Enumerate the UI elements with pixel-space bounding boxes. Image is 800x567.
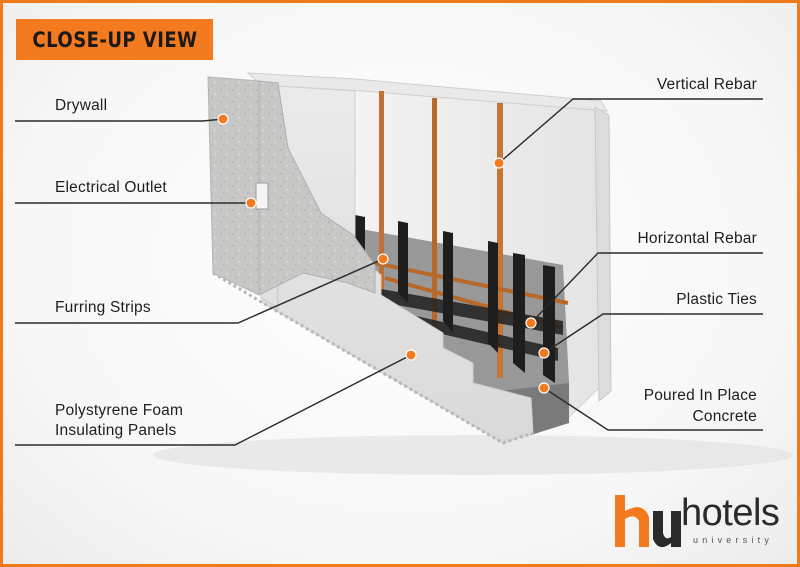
drywall-panel <box>207 76 260 296</box>
leader-plastic-ties <box>543 313 763 354</box>
label-drywall: Drywall <box>55 97 108 114</box>
electrical-outlet <box>255 182 269 210</box>
badge-title: CLOSE-UP VIEW <box>31 27 198 52</box>
label-furring-strips: Furring Strips <box>55 299 151 316</box>
marker-drywall <box>217 113 229 125</box>
vertical-rebar-group <box>379 91 503 378</box>
leader-poured-concrete <box>543 387 763 431</box>
leader-lines <box>15 98 763 446</box>
label-vertical-rebar: Vertical Rebar <box>656 76 757 93</box>
vertical-rebar <box>379 91 384 306</box>
label-plastic-ties: Plastic Ties <box>676 291 757 308</box>
marker-poured-concrete <box>538 382 550 394</box>
plastic-tie <box>488 241 498 353</box>
label-horizontal-rebar: Horizontal Rebar <box>637 230 757 247</box>
marker-polystyrene <box>405 349 417 361</box>
leader-furring-strips <box>15 258 384 324</box>
vertical-rebar <box>497 103 503 378</box>
leader-drywall <box>15 118 224 122</box>
wall-end-face <box>594 106 612 403</box>
label-poured-line2: Concrete <box>692 408 757 425</box>
plastic-tie <box>443 231 453 333</box>
marker-electrical-outlet <box>245 197 257 209</box>
close-up-view-badge: CLOSE-UP VIEW <box>16 19 213 60</box>
marker-furring-strips <box>377 253 389 265</box>
marker-vertical-rebar <box>493 157 505 169</box>
wall-cutaway-illustration <box>15 72 793 475</box>
label-polystyrene-line2: Insulating Panels <box>55 422 177 439</box>
label-electrical-outlet: Electrical Outlet <box>55 179 167 196</box>
vertical-rebar <box>432 98 437 338</box>
leader-vertical-rebar <box>498 98 763 164</box>
plastic-tie-web <box>375 288 563 335</box>
marker-plastic-ties <box>538 347 550 359</box>
marker-dots <box>217 113 550 394</box>
label-polystyrene-line1: Polystyrene Foam <box>55 402 184 419</box>
floor-shadow <box>153 435 793 475</box>
logo-word: hotels <box>681 492 780 534</box>
logo-subtitle: university <box>693 535 774 545</box>
plastic-tie-web <box>403 313 558 361</box>
leader-polystyrene <box>15 354 412 446</box>
plastic-tie <box>398 221 408 303</box>
marker-horizontal-rebar <box>525 317 537 329</box>
leader-horizontal-rebar <box>530 252 763 324</box>
label-poured-line1: Poured In Place <box>643 387 757 404</box>
drywall-panel-cut <box>258 80 376 296</box>
hotels-university-logo: hotels university <box>613 491 797 557</box>
hu-logo-mark-icon <box>615 495 681 548</box>
